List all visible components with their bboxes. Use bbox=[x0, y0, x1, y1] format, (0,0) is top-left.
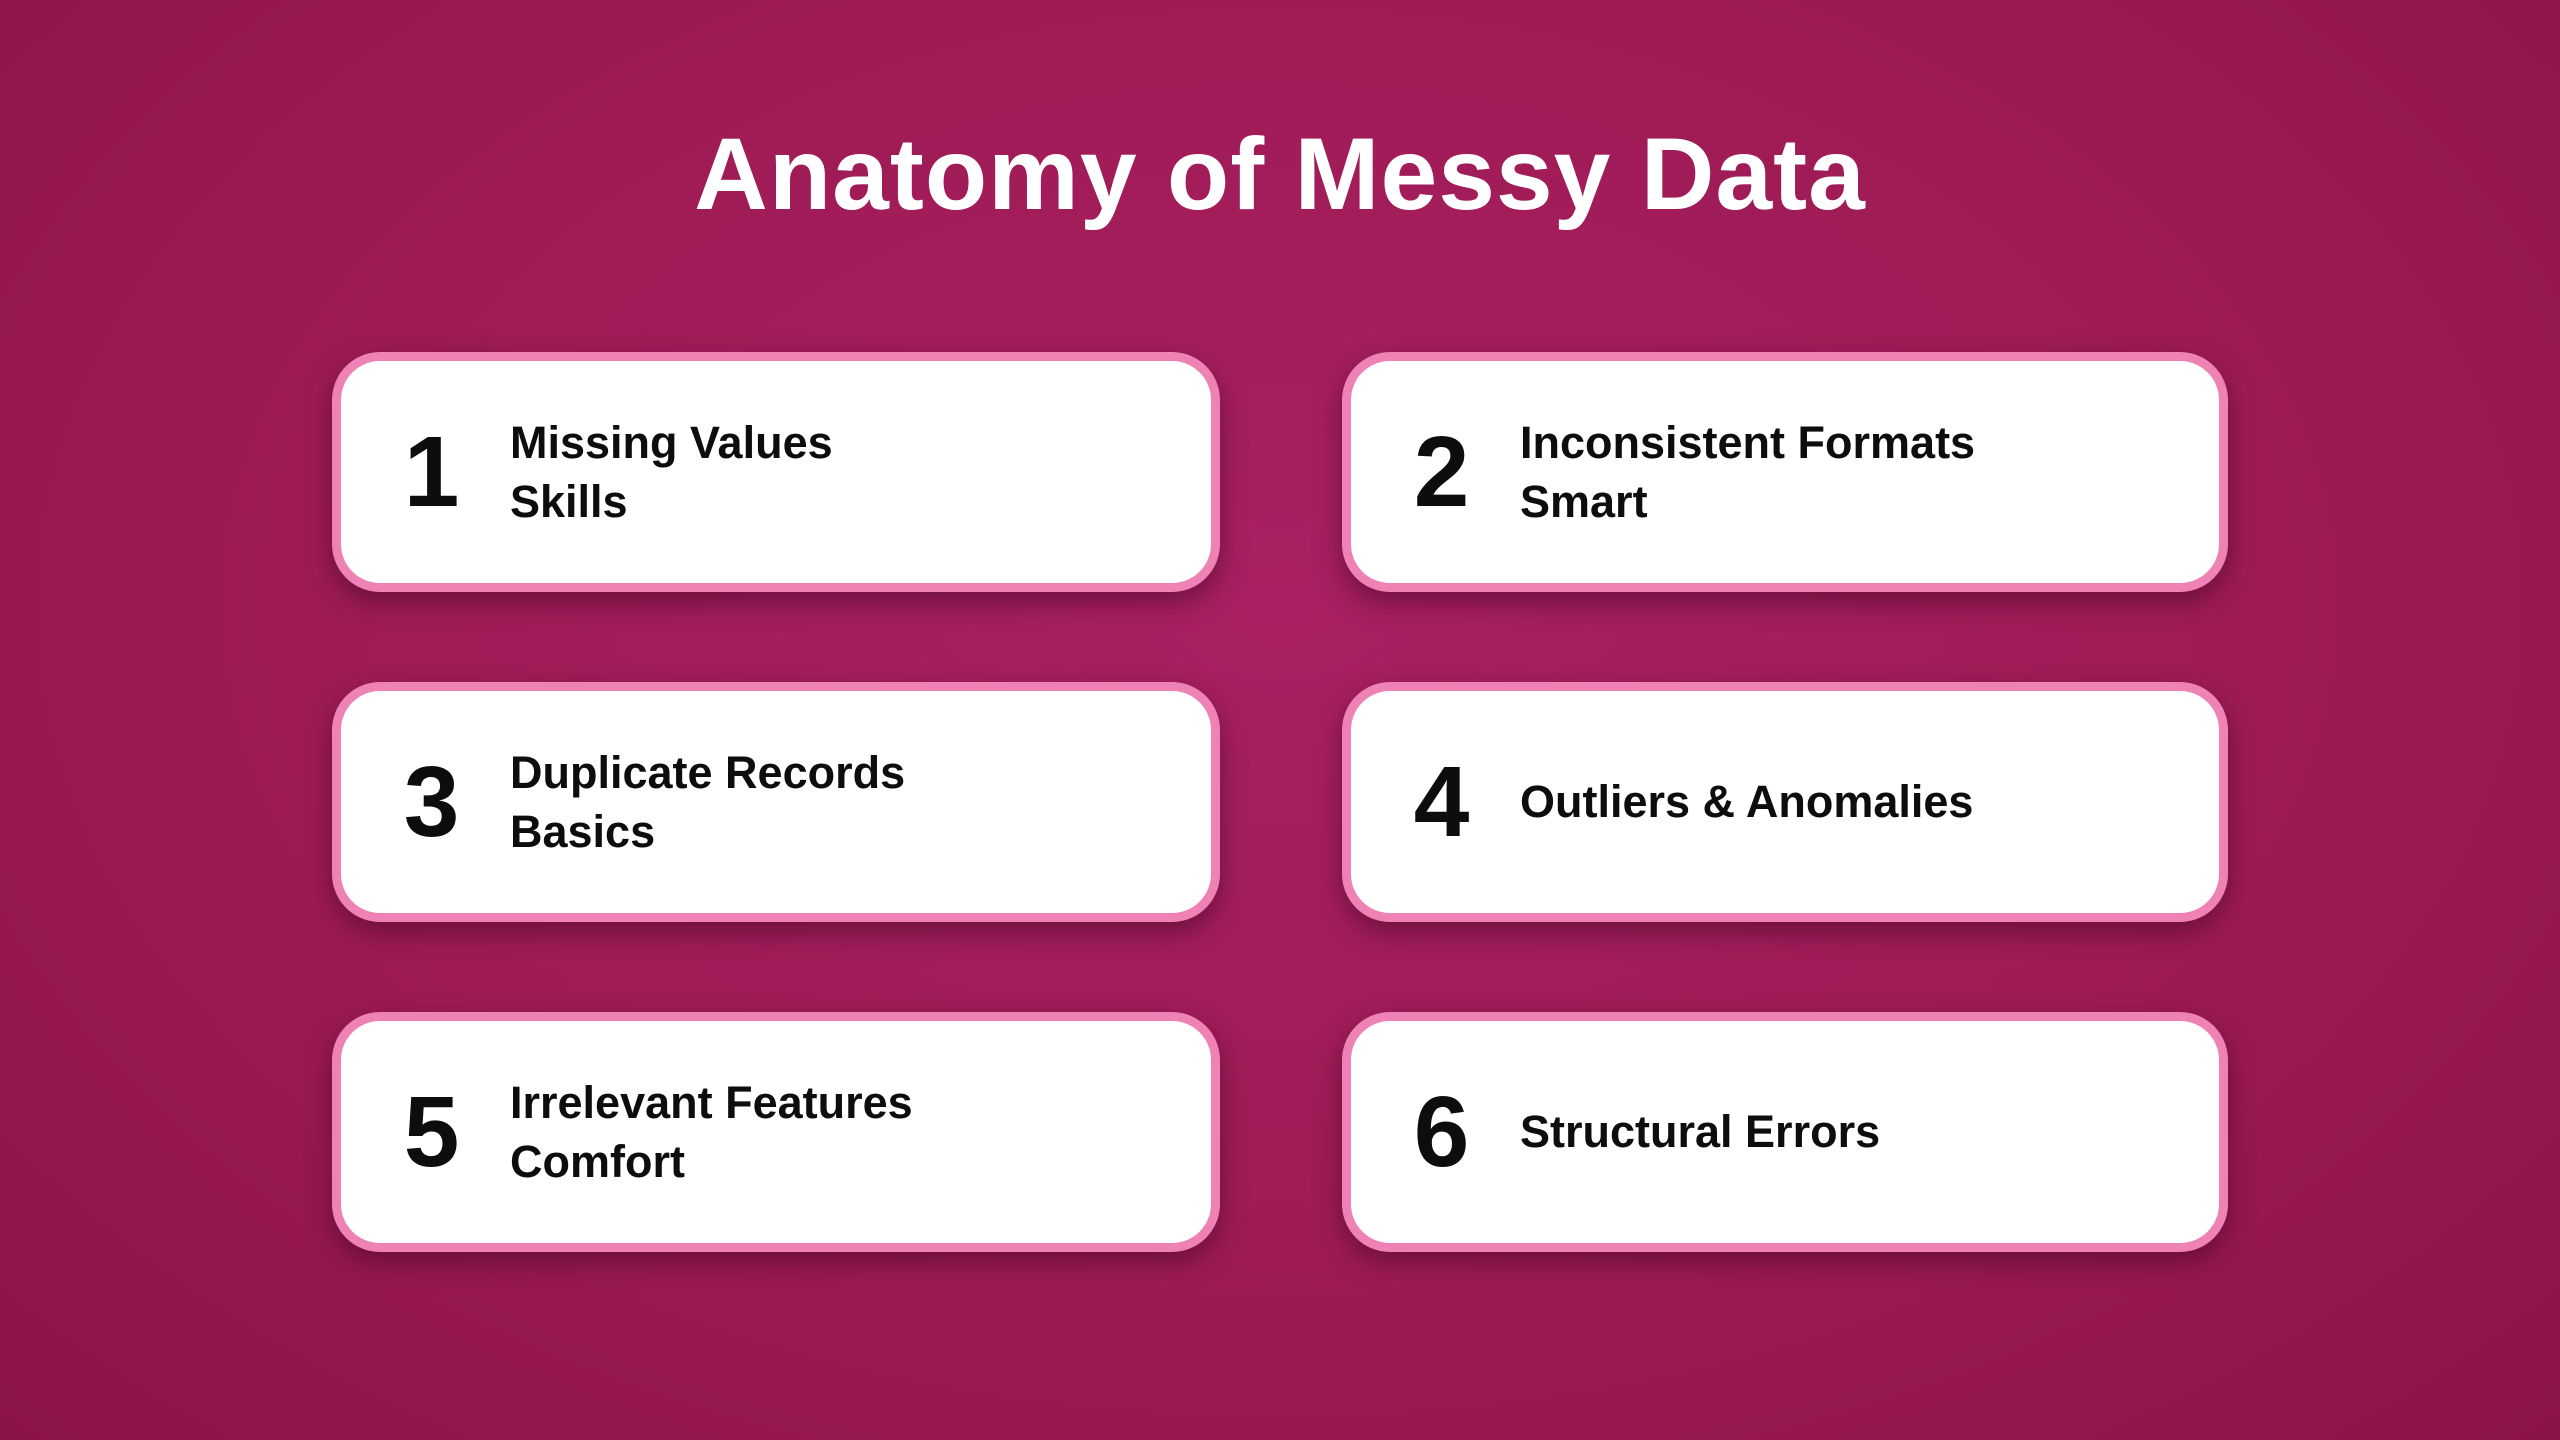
card-number: 6 bbox=[1413, 1076, 1470, 1188]
card-duplicate-records: 3 Duplicate Records Basics bbox=[332, 682, 1220, 922]
card-number: 1 bbox=[403, 416, 460, 528]
card-label: Duplicate Records Basics bbox=[510, 743, 905, 862]
card-number: 2 bbox=[1413, 416, 1470, 528]
card-subtitle-line: Comfort bbox=[510, 1136, 685, 1187]
card-irrelevant-features: 5 Irrelevant Features Comfort bbox=[332, 1012, 1220, 1252]
card-number: 5 bbox=[403, 1076, 460, 1188]
card-label: Outliers & Anomalies bbox=[1520, 772, 1973, 831]
card-label: Missing Values Skills bbox=[510, 413, 833, 532]
card-title-line: Structural Errors bbox=[1520, 1106, 1881, 1158]
card-title-line: Duplicate Records bbox=[510, 746, 906, 798]
card-label: Inconsistent Formats Smart bbox=[1520, 413, 1975, 532]
card-label: Irrelevant Features Comfort bbox=[510, 1073, 913, 1192]
card-number: 4 bbox=[1413, 746, 1470, 858]
card-grid: 1 Missing Values Skills 2 Inconsistent F… bbox=[332, 352, 2228, 1252]
card-title-line: Missing Values bbox=[510, 416, 833, 468]
card-label: Structural Errors bbox=[1520, 1102, 1880, 1161]
card-inconsistent-formats: 2 Inconsistent Formats Smart bbox=[1342, 352, 2228, 592]
card-structural-errors: 6 Structural Errors bbox=[1342, 1012, 2228, 1252]
card-title-line: Irrelevant Features bbox=[510, 1076, 913, 1128]
card-outliers-anomalies: 4 Outliers & Anomalies bbox=[1342, 682, 2228, 922]
card-subtitle-line: Skills bbox=[510, 476, 628, 527]
card-title-line: Outliers & Anomalies bbox=[1520, 776, 1974, 828]
card-missing-values: 1 Missing Values Skills bbox=[332, 352, 1220, 592]
card-subtitle-line: Smart bbox=[1520, 476, 1648, 527]
card-number: 3 bbox=[403, 746, 460, 858]
card-title-line: Inconsistent Formats bbox=[1520, 416, 1976, 468]
card-subtitle-line: Basics bbox=[510, 806, 656, 857]
page-title: Anatomy of Messy Data bbox=[694, 117, 1866, 231]
